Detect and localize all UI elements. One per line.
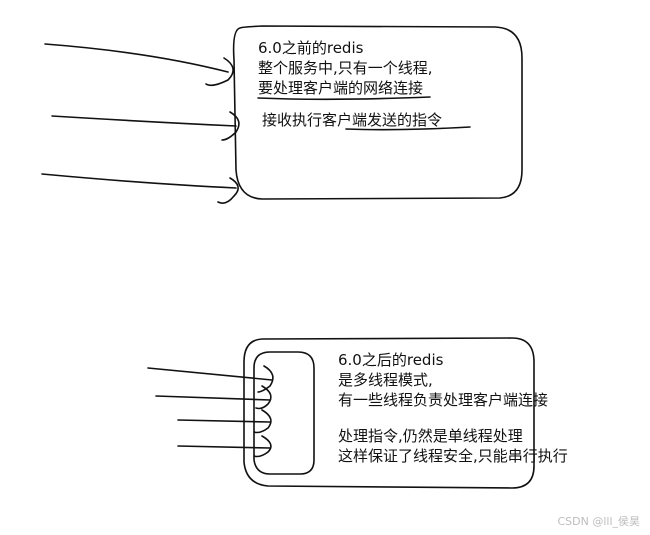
bottom-arrow-4 [177,445,271,449]
bottom-arrow-2-head [255,385,272,410]
bottom-line-2: 是多线程模式, [338,371,433,389]
top-second-note: 接收执行客户端发送的指令 [262,111,443,129]
bottom-note-2: 这样保证了线程安全,只能串行执行 [338,447,568,465]
bottom-line-1: 6.0之后的redis [338,351,444,369]
top-arrow-3-head [217,177,239,204]
bottom-inner-box [253,351,315,475]
bottom-outer-box [243,337,535,489]
top-arrow-1 [44,43,229,73]
bottom-arrow-3-head [253,409,272,434]
top-line-2: 整个服务中,只有一个线程, [258,59,433,77]
bottom-note-1: 处理指令,仍然是单线程处理 [338,427,523,445]
top-arrow-3 [41,173,237,189]
bottom-arrow-2 [155,395,271,401]
bottom-arrow-1 [147,367,273,381]
top-line-1: 6.0之前的redis [258,39,364,57]
bottom-arrow-1-head [257,365,274,393]
top-arrow-2 [51,115,237,127]
top-line-3: 要处理客户端的网络连接 [258,79,424,97]
underline-network [257,96,431,101]
bottom-arrow-4-head [253,435,272,458]
underline-instruction [345,126,471,131]
top-arrow-2-head [221,111,240,141]
bottom-arrow-3 [177,419,271,423]
watermark: CSDN @lll_侯昊 [557,515,640,528]
top-box-outline [232,25,523,200]
bottom-line-3: 有一些线程负责处理客户端连接 [338,391,549,409]
top-arrow-1-head [205,57,234,87]
